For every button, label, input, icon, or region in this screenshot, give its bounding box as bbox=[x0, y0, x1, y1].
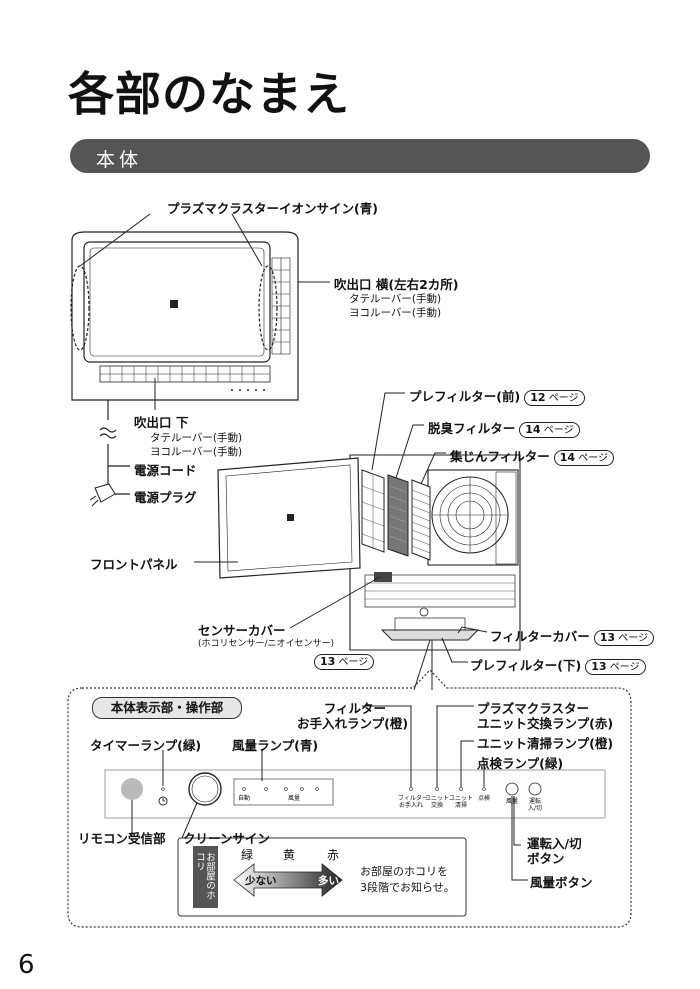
label-power-plug: 電源プラグ bbox=[134, 490, 197, 505]
label-filter-lamp-2: お手入れランプ(橙) bbox=[297, 716, 409, 731]
label-plasma-sign: プラズマクラスターイオンサイン(青) bbox=[167, 201, 378, 216]
label-power-cord: 電源コード bbox=[134, 463, 197, 478]
label-prefilter-front: プレフィルター(前)12 ページ bbox=[409, 386, 585, 406]
filter-cover bbox=[380, 629, 480, 641]
label-check-lamp: 点検ランプ(緑) bbox=[477, 756, 564, 771]
print-clean: ユニット清掃 bbox=[449, 795, 474, 809]
label-outlet-bottom-v: タテルーバー(手動) bbox=[150, 432, 243, 444]
power-cord bbox=[99, 400, 130, 495]
label-unit-clean-lamp: ユニット清掃ランプ(橙) bbox=[477, 736, 614, 751]
page-title: 各部のなまえ bbox=[68, 67, 350, 121]
label-plasma-unit-lamp-1: プラズマクラスター bbox=[477, 701, 590, 716]
print-btn-power: 運転入/切 bbox=[527, 798, 543, 812]
page-ref: 14 ページ bbox=[519, 422, 580, 438]
label-sensor-cover: センサーカバー bbox=[198, 623, 286, 638]
cs-high: 多い bbox=[318, 875, 339, 887]
label-filter-lamp-1: フィルター bbox=[323, 701, 386, 716]
page-ref: 13 ページ bbox=[585, 659, 646, 675]
print-check: 点検 bbox=[477, 795, 490, 802]
filters bbox=[361, 469, 431, 561]
page-ref: 13 ページ bbox=[314, 654, 375, 670]
print-auto: 自動 bbox=[237, 795, 250, 802]
label-prefilter-bottom: プレフィルター(下)13 ページ bbox=[470, 655, 646, 675]
timer-icon bbox=[158, 796, 168, 806]
label-clean-sign: クリーンサイン bbox=[183, 831, 270, 846]
print-btn-airflow: 風量 bbox=[505, 798, 518, 805]
cs-note-1: お部屋のホコリを bbox=[360, 865, 448, 878]
label-outlet-bottom: 吹出口 下 bbox=[134, 415, 189, 430]
label-outlet-side-v: タテルーバー(手動) bbox=[349, 293, 442, 305]
logo-mark bbox=[170, 300, 178, 308]
cs-green: 緑 bbox=[241, 848, 254, 862]
label-airflow-button: 風量ボタン bbox=[530, 875, 593, 890]
unit-front-view bbox=[70, 231, 299, 401]
dust-tag bbox=[193, 846, 218, 908]
print-unit: ユニット交換 bbox=[425, 795, 450, 809]
print-airflow: 風量 bbox=[287, 795, 300, 802]
cs-red: 赤 bbox=[327, 848, 340, 862]
panel-buttons bbox=[505, 782, 542, 796]
section-title: 本体 bbox=[96, 149, 143, 171]
page-ref: 13 ページ bbox=[593, 630, 655, 646]
label-power-button-1: 運転入/切 bbox=[527, 836, 582, 851]
page-number: 6 bbox=[18, 950, 35, 980]
section-bar bbox=[70, 139, 650, 173]
label-outlet-side-h: ヨコルーバー(手動) bbox=[349, 307, 442, 319]
clean-sign-ring bbox=[188, 772, 222, 806]
cs-note-2: 3段階でお知らせ。 bbox=[360, 881, 455, 894]
label-sensor-cover-page: 13 ページ bbox=[310, 650, 375, 670]
label-sensor-cover-sub: (ホコリセンサー/ニオイセンサー) bbox=[198, 639, 335, 649]
power-plug-icon bbox=[89, 483, 116, 507]
cs-low: 少ない bbox=[245, 875, 277, 887]
page-ref: 12 ページ bbox=[524, 390, 585, 406]
label-plasma-unit-lamp-2: ユニット交換ランプ(赤) bbox=[477, 716, 614, 731]
cs-yellow: 黄 bbox=[283, 848, 296, 862]
cs-vertical-text: お部屋のホコリ bbox=[194, 852, 215, 900]
dust-level-arrow bbox=[233, 863, 343, 897]
label-front-panel: フロントパネル bbox=[90, 557, 178, 572]
label-outlet-bottom-h: ヨコルーバー(手動) bbox=[150, 446, 243, 458]
label-outlet-side: 吹出口 横(左右2カ所) bbox=[334, 277, 459, 292]
print-filter: フィルターお手入れ bbox=[398, 795, 428, 809]
label-remote-receiver: リモコン受信部 bbox=[78, 831, 166, 846]
label-timer-lamp: タイマーランプ(緑) bbox=[90, 738, 202, 753]
label-power-button-2: ボタン bbox=[527, 851, 565, 866]
page-ref: 14 ページ bbox=[553, 450, 615, 466]
panel-section-title: 本体表示部・操作部 bbox=[92, 697, 242, 719]
label-airflow-lamp: 風量ランプ(青) bbox=[232, 738, 319, 753]
remote-receiver-drawing bbox=[121, 778, 143, 800]
